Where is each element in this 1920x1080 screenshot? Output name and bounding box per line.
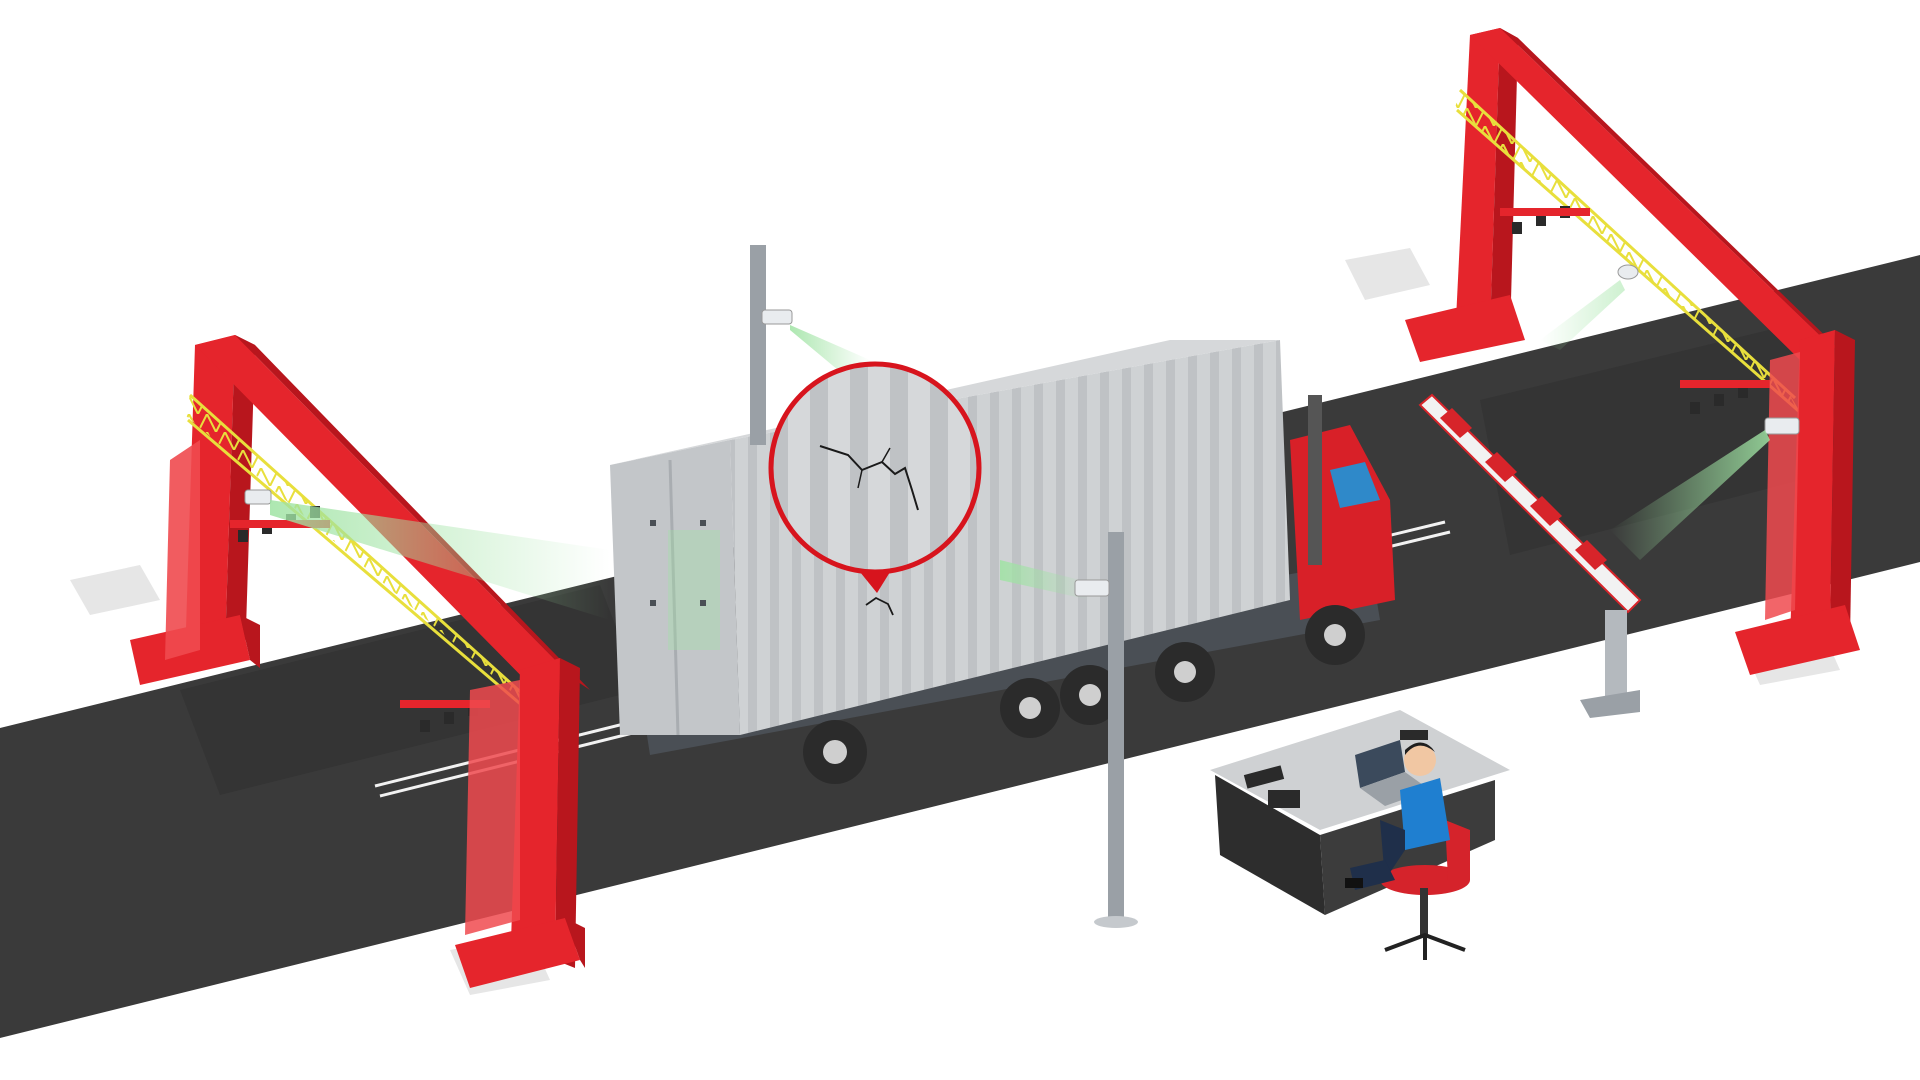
camera-pole-front <box>1000 532 1138 928</box>
truck-wheels <box>803 605 1365 784</box>
boom-barrier-icon <box>1418 393 1642 718</box>
gantry-right-icon <box>1345 28 1860 685</box>
cctv-camera-icon <box>1764 417 1800 435</box>
camera-beam <box>270 500 610 620</box>
cctv-camera-icon <box>1617 264 1639 280</box>
gantry-left-icon <box>70 335 590 995</box>
crack-magnifier-icon <box>768 361 982 616</box>
cctv-camera-icon <box>761 309 793 325</box>
cctv-camera-icon <box>244 489 272 505</box>
camera-beam <box>1610 430 1770 560</box>
camera-beam <box>1540 280 1625 350</box>
operator-workstation-icon <box>1210 710 1510 960</box>
cctv-camera-icon <box>1074 579 1110 597</box>
